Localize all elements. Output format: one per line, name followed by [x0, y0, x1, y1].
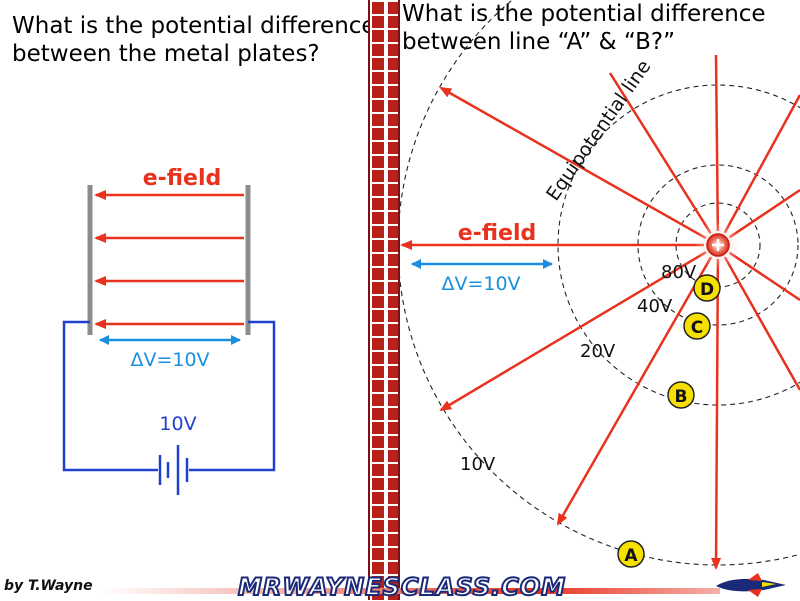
footer-bar: [100, 588, 720, 594]
point-delta-v-label: ΔV=10V: [441, 273, 520, 295]
point-efield-label: e-field: [458, 221, 537, 246]
radial-field-line: [556, 256, 713, 526]
equipotential-label: Equipotential line: [542, 56, 655, 205]
battery-symbol: [158, 445, 189, 495]
svg-text:C: C: [691, 318, 703, 338]
circuit-wire: [189, 320, 276, 472]
author-credit: by T.Wayne: [4, 578, 93, 594]
radial-field-line: [608, 72, 712, 234]
right-question-line-2: between line “A” & “B?”: [402, 29, 676, 55]
point-charge-diagram: Equipotential line e-field ΔV=10V 80V 40…: [397, 0, 800, 570]
left-question-line-2: between the metal plates?: [12, 41, 320, 67]
right-question: What is the potential difference between…: [402, 0, 766, 56]
potential-label-10v: 10V: [460, 454, 496, 475]
left-question-line-1: What is the potential difference: [12, 13, 376, 39]
radial-field-line: [439, 251, 707, 412]
svg-text:B: B: [675, 387, 688, 407]
radial-field-line: [728, 251, 800, 302]
plus-icon: [712, 239, 724, 251]
equipotential-40v: [637, 164, 799, 326]
battery-voltage-label: 10V: [159, 413, 196, 435]
left-question: What is the potential difference between…: [12, 12, 376, 68]
brand-logo: MRWAYNESCLASS.COM: [237, 572, 567, 601]
potential-label-20v: 20V: [580, 341, 616, 362]
brick-wall-divider: [368, 0, 400, 600]
radial-field-line: [728, 188, 800, 239]
point-c: C: [683, 312, 711, 340]
rocket-icon: [716, 573, 786, 597]
potential-label-40v: 40V: [637, 296, 673, 317]
parallel-plate-diagram: e-field ΔV=10V 10V: [62, 166, 276, 495]
potential-label-80v: 80V: [661, 262, 697, 283]
point-b: B: [667, 381, 695, 409]
circuit-wire: [62, 320, 158, 472]
point-a: A: [617, 540, 645, 568]
right-question-line-1: What is the potential difference: [402, 1, 766, 27]
svg-text:A: A: [624, 546, 638, 566]
radial-field-line: [439, 86, 707, 240]
radial-field-line: [723, 256, 800, 391]
radial-field-lines: [400, 54, 800, 570]
radial-field-line: [723, 94, 800, 234]
svg-text:D: D: [700, 280, 714, 300]
plate-delta-v-label: ΔV=10V: [130, 349, 209, 371]
point-d: D: [693, 274, 721, 302]
radial-field-line: [711, 258, 722, 570]
plate-efield-label: e-field: [143, 166, 222, 191]
radial-field-line: [714, 54, 720, 232]
